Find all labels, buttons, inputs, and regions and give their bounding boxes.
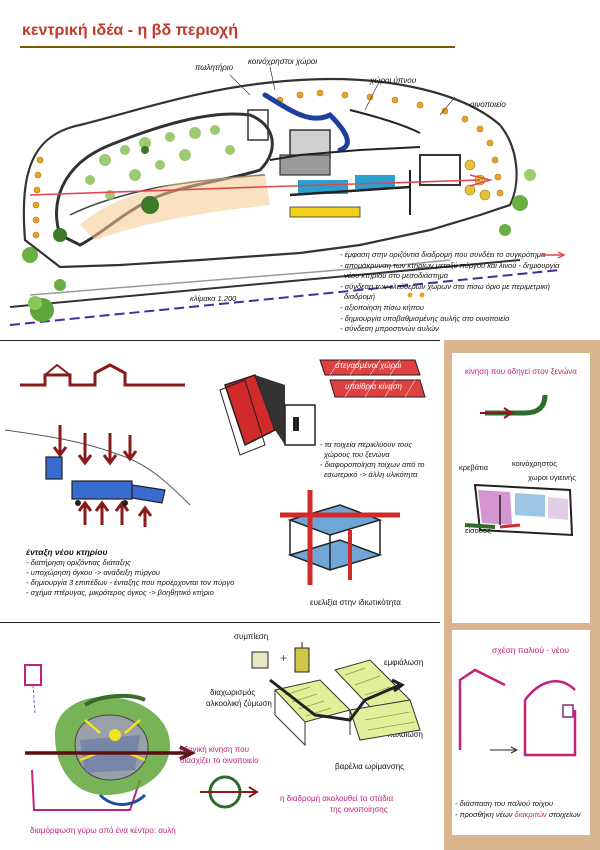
- old-new-list: - διάσπαση του παλιού τοίχου - προσθήκη …: [455, 798, 580, 820]
- old-new-item-2-suffix: στοιχείων: [546, 810, 581, 819]
- old-new-title: σχέση παλιού - νέου: [492, 645, 569, 655]
- guesthouse-arrow: [480, 394, 548, 419]
- legend-marks-2: [407, 292, 425, 298]
- note-3: νέου κτηρίου στο μεσοδιάστημα: [344, 271, 449, 281]
- divider-1: [0, 340, 440, 341]
- label-press: συμπίεση: [234, 632, 269, 641]
- label-sorting: διαχωρισμός: [210, 688, 256, 697]
- route-caption-2: της οινοποίησης: [330, 805, 388, 814]
- side-panel-title: κίνηση που οδηγεί στον ξενώνα: [465, 367, 577, 376]
- label-aging: παλαίωση: [387, 730, 423, 739]
- label-winery: οινοποιείο: [470, 100, 506, 109]
- axial-symbol: [200, 775, 259, 809]
- note-6: - αξιοποίηση πίσω κήπου: [340, 302, 424, 312]
- winery-process-drawing: +: [251, 642, 421, 747]
- new-building-diagram: [4, 363, 191, 527]
- label-privacy-flexibility: ευελιξία στην ιδιωτικότητα: [310, 598, 401, 607]
- privacy-flexibility-drawing: [280, 490, 400, 585]
- label-bottling: εμφιάλωση: [384, 658, 424, 667]
- label-common-room: κοινόχρηστος: [512, 459, 557, 468]
- label-covered-spaces: στεγασμένοι χώροι: [335, 361, 402, 370]
- label-scale: κλίμακα 1.200: [190, 294, 237, 303]
- label-wc: χωροι υγιεινής: [528, 473, 576, 482]
- page-title: κεντρική ιδέα - η βδ περιοχή: [22, 22, 238, 39]
- note-7: - δημιουργία υποβαθμισμένης αυλής στο οι…: [340, 313, 510, 323]
- nb-item-3: - δημιουργία 3 επιπέδων - ένταξης που πρ…: [26, 578, 235, 587]
- label-beds: κρεβάτια: [459, 463, 488, 472]
- nb-item-1: - διατήρηση οριζόντιας διάταξης: [26, 558, 131, 567]
- svg-text:+: +: [280, 651, 287, 665]
- label-common-spaces: κοινόχρηστοι χώροι: [248, 57, 318, 66]
- old-new-item-2-highlight: διακριτών: [514, 810, 547, 819]
- courtyard-drawing: [24, 664, 196, 811]
- label-sleep-spaces: χώροι ύπνου: [370, 76, 417, 85]
- note-2: - απομάκρυνση των κτηρίων μεταξύ πύργου …: [340, 260, 560, 270]
- axial-caption-1: αξονική κίνηση που: [180, 745, 249, 754]
- wall-notes: - τα τοιχεία περικλύουν τους χώρους του …: [320, 440, 424, 480]
- guesthouse-plan-drawing: [464, 483, 574, 537]
- legend-marks: [542, 251, 566, 259]
- label-barrels: βαρέλια ωρίμανσης: [335, 762, 405, 771]
- label-shop: πωλητήριο: [195, 63, 234, 72]
- note-5: διαδρομή: [344, 292, 376, 302]
- old-new-item-2-prefix: - προσθήκη νέων: [455, 810, 515, 819]
- title-underline: [20, 46, 455, 48]
- divider-2: [0, 622, 440, 623]
- axial-caption-2: διασχίζει το οινοποιείο: [180, 756, 259, 765]
- new-building-title: ένταξη νέου κτηρίου: [26, 547, 108, 557]
- old-new-diagram: [458, 668, 577, 757]
- old-new-item-2: - προσθήκη νέων διακριτών στοιχείων: [455, 809, 580, 820]
- site-plan-notes: - έμφαση στην οριζόντια διαδρομή που συν…: [340, 250, 559, 335]
- wall-note-4: εσωτερικό -> άλλη υλικότητα: [324, 470, 418, 479]
- label-open-movement: υπαίθρια κίνηση: [345, 382, 402, 391]
- note-4: - σύνδεση των ελεύθερων χώρων στο πίσω ό…: [340, 281, 550, 291]
- nb-item-2: - υποχώρηση όγκου -> ανάδειξη πύργου: [26, 568, 160, 577]
- site-plan-drawing: [9, 66, 561, 326]
- new-building-list: - διατήρηση οριζόντιας διάταξης - υποχώρ…: [26, 558, 234, 598]
- wall-note-2: χώρους του ξενώνα: [324, 450, 390, 459]
- label-entrance: είσοδος: [465, 526, 491, 535]
- nb-item-4: - σχήμα πτέρυγας, μικρότερος όγκος -> βο…: [26, 588, 214, 597]
- note-1: - έμφαση στην οριζόντια διαδρομή που συν…: [340, 250, 546, 259]
- label-fermentation: αλκοολική ζύμωση: [206, 699, 272, 708]
- side-panel-inner-2: [452, 630, 590, 835]
- route-caption-1: η διαδρομή ακολουθεί τα στάδια: [280, 794, 394, 803]
- courtyard-caption: διαμόρφωση γύρω από ένα κέντρο: αυλή: [30, 826, 176, 835]
- note-8: - σύνδεση μπροστινών αυλών: [340, 324, 439, 334]
- wall-elements-drawing: [219, 359, 426, 456]
- old-new-item-1: - διάσπαση του παλιού τοίχου: [455, 799, 553, 808]
- wall-note-3: - διαφοροποίηση τοίχων από το: [320, 460, 425, 469]
- wall-note-1: - τα τοιχεία περικλύουν τους: [320, 440, 412, 449]
